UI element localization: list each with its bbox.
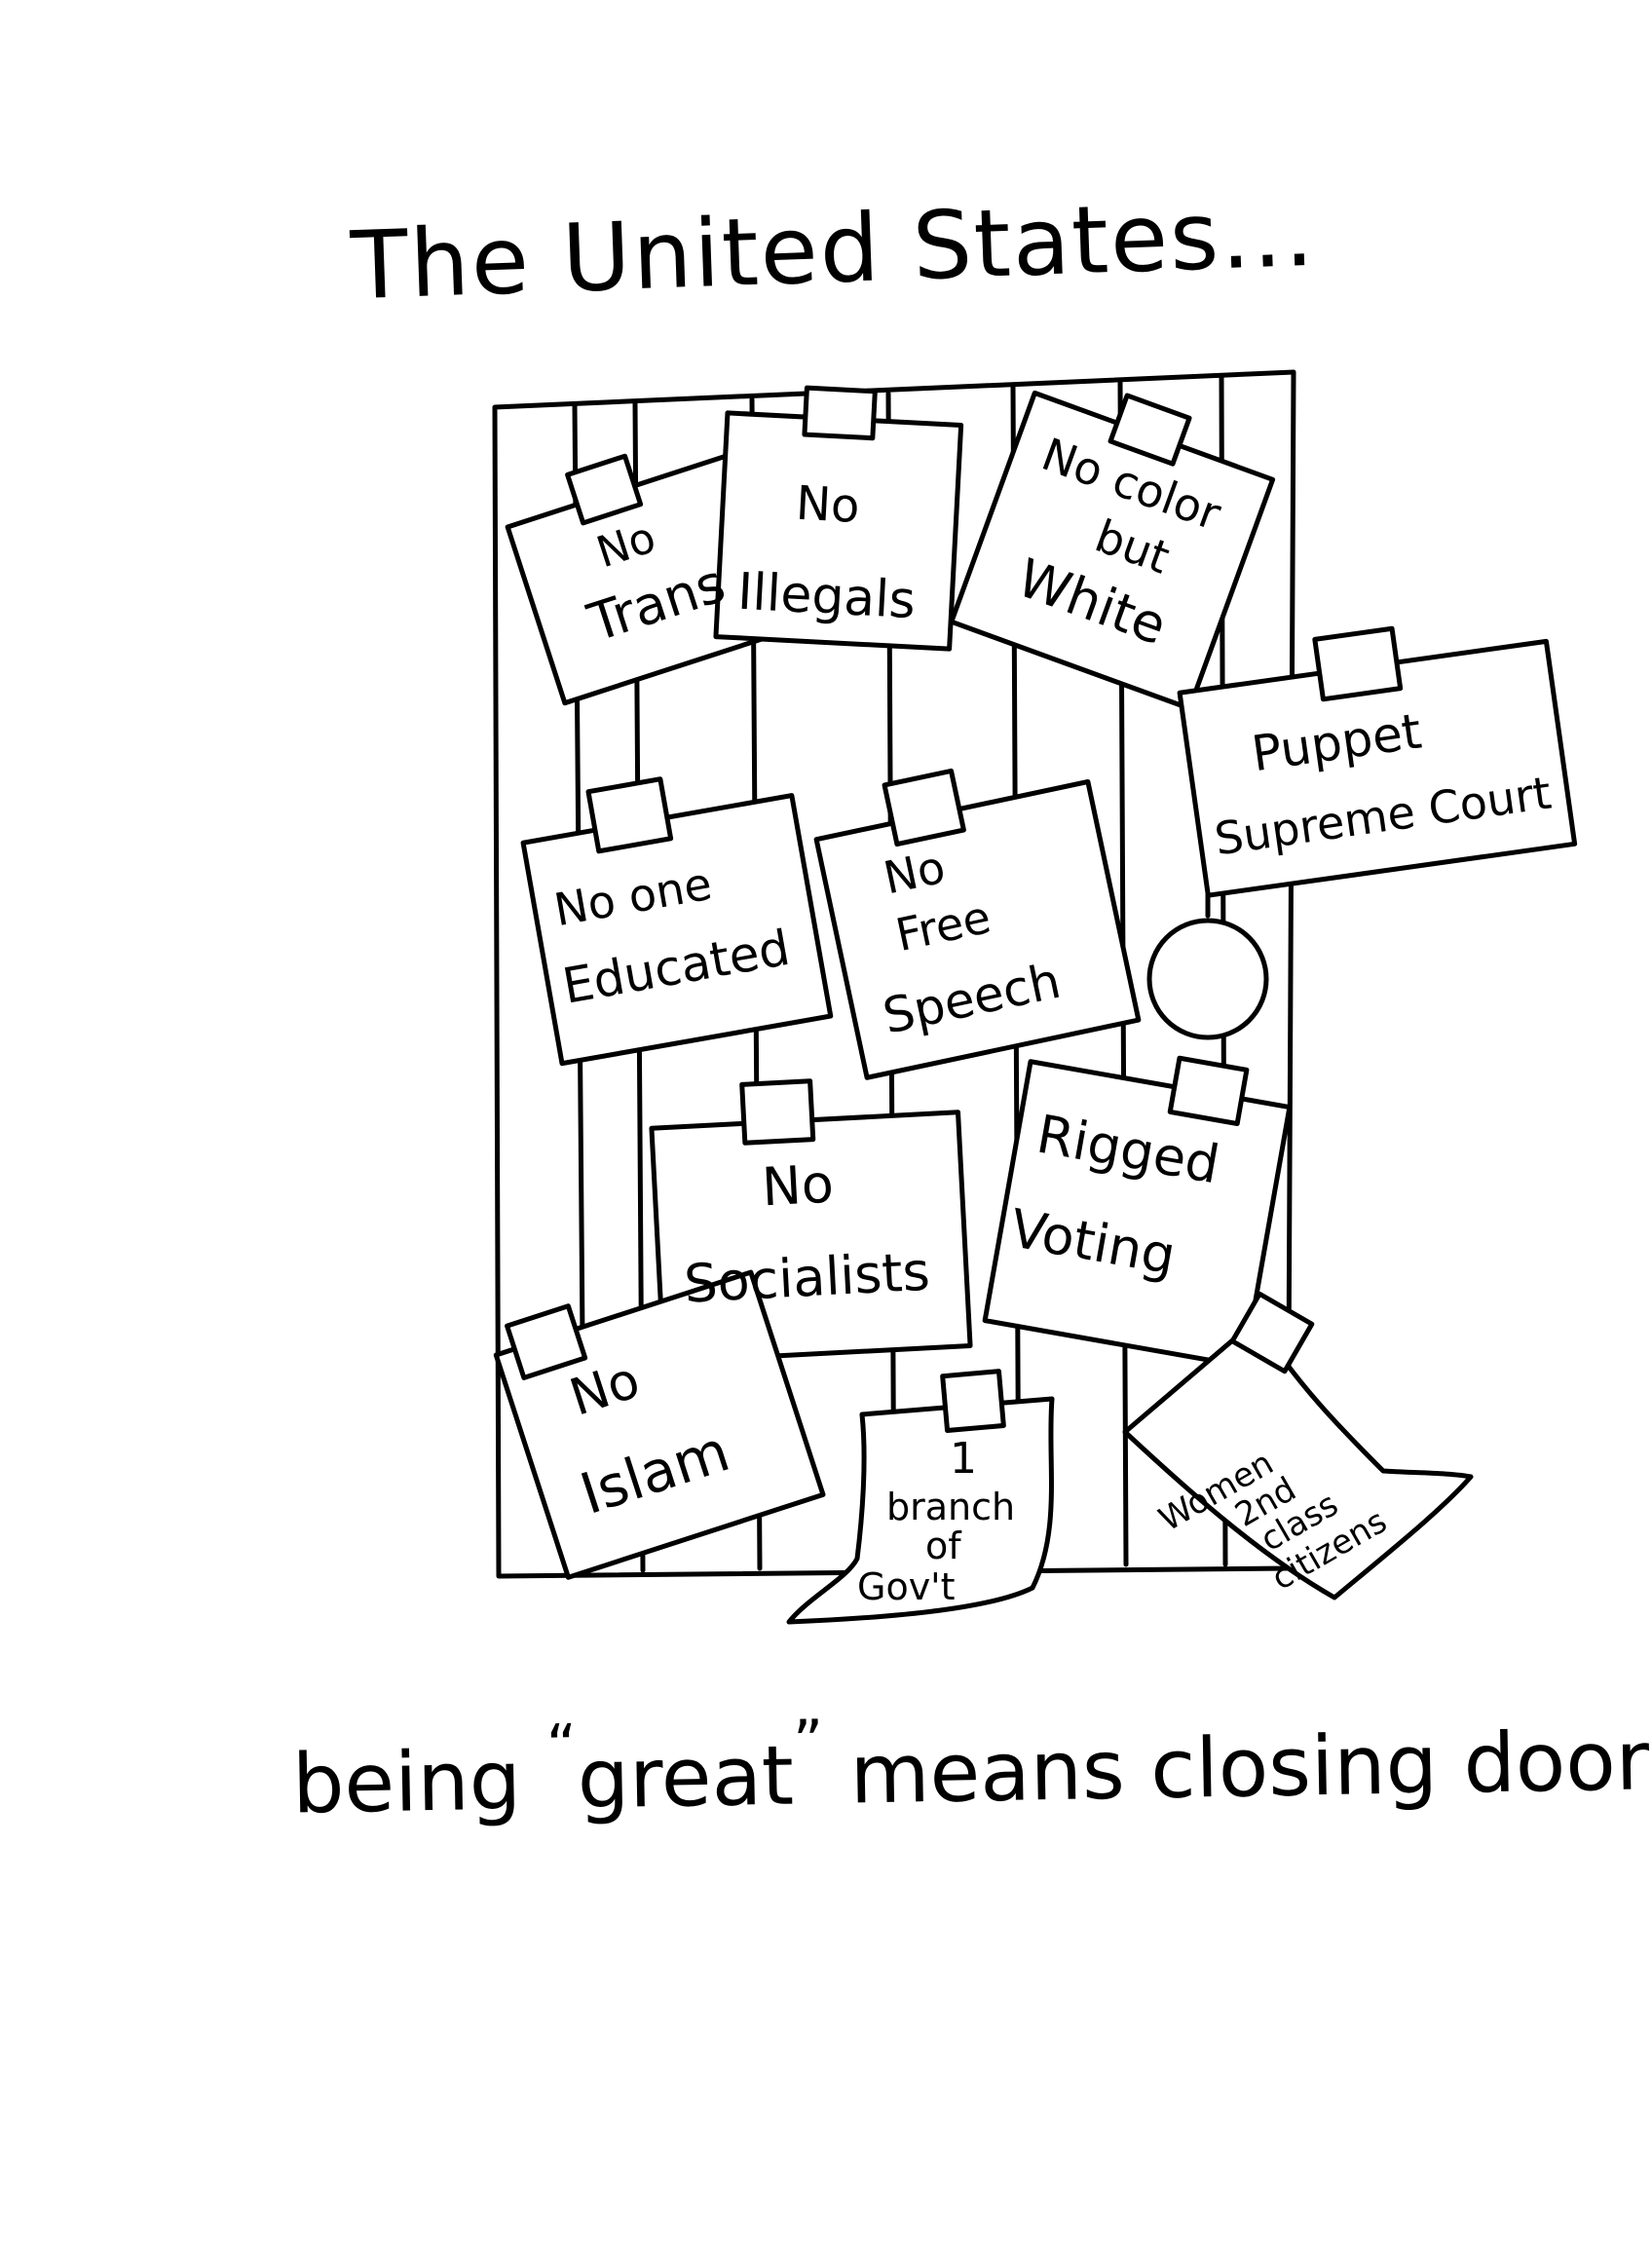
sign-no-illegals-line-1: No [795,476,861,534]
caption-close-quote: ” [792,1708,824,1777]
sign-one-branch-line-4: Gov't [857,1565,956,1608]
sign-no-one-educated [520,776,834,1067]
tape-icon [1312,625,1404,702]
sign-puppet-court [1177,625,1578,898]
sign-no-color [949,390,1276,711]
doorknob-icon [1146,870,1269,1040]
tape-icon [739,1078,816,1146]
sign-one-branch-line-2: branch [886,1486,1015,1528]
sign-one-branch-line-1: 1 [950,1434,977,1484]
svg-text:No Socialists: No Socialists [678,1148,931,1315]
sign-rigged-voting [982,1055,1293,1369]
tape-icon [1167,1055,1250,1127]
sign-no-socialists-line-1: No [761,1153,836,1219]
tape-icon [802,385,878,441]
tape-icon [940,1369,1006,1434]
tape-icon [1229,1291,1315,1374]
sign-no-free-speech [813,768,1142,1080]
caption-before: being [291,1731,548,1832]
tape-icon [1108,393,1192,467]
tape-icon [585,776,674,854]
caption-after: means closing doors [823,1712,1652,1824]
svg-text:1 branch of: 1 branch of Gov't [857,1434,1027,1608]
sign-one-branch [786,1369,1055,1625]
sign-women-2nd-class [1122,1291,1474,1600]
sign-no-illegals [713,385,964,652]
sign-no-illegals-line-2: Illegals [736,563,918,630]
caption-quoted-word: great [576,1727,795,1827]
sign-no-socialists-line-2: Socialists [683,1241,931,1315]
caption-open-quote: “ [545,1712,578,1781]
sign-no-islam [493,1269,826,1580]
tape-icon [565,453,644,526]
tape-icon [505,1303,588,1380]
sign-no-free-speech-line-1: No [879,841,949,905]
sign-one-branch-line-3: of [925,1525,962,1567]
svg-text:No Illegals: No Illegals [736,473,921,630]
tape-icon [882,768,966,847]
